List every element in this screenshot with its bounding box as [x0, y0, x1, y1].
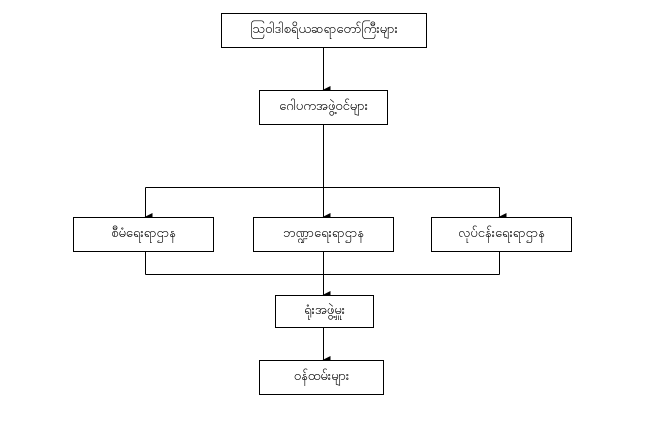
- node-senior-abbots: သြဝါဒါစရိယဆရာတော်ကြီးများ: [221, 13, 427, 48]
- node-operations-department: လုပ်ငန်းရေးရာဌာန: [431, 217, 572, 252]
- node-board-members: ဂေါပကအဖွဲ့ဝင်များ: [259, 90, 388, 125]
- node-office-head: ရုံးအဖွဲ့မှူး: [275, 295, 374, 328]
- node-finance-department: ဘဏ္ဍာရေးရာဌာန: [253, 217, 394, 252]
- node-admin-department: စီမံရေးရာဌာန: [73, 217, 214, 252]
- node-staff: ဝန်ထမ်းများ: [259, 360, 384, 395]
